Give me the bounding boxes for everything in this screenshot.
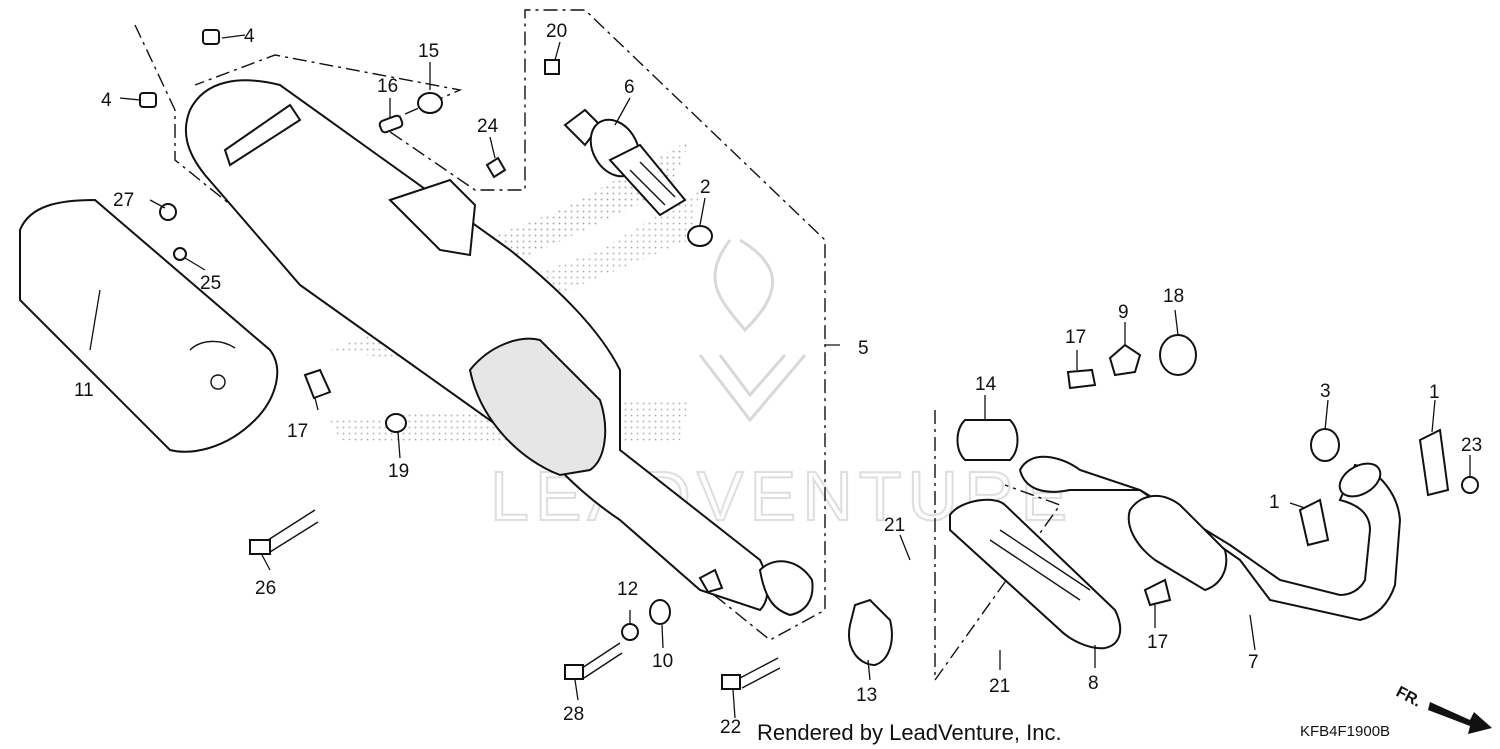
callout: 16 [377, 76, 398, 97]
callout: 26 [255, 578, 276, 599]
callout: 14 [975, 374, 997, 395]
callout: 5 [858, 338, 869, 359]
leader-lines [89, 34, 1471, 719]
callout: 20 [546, 21, 567, 42]
callout: 21 [989, 676, 1010, 697]
callout: 10 [652, 651, 673, 672]
footer-credit: Rendered by LeadVenture, Inc. [757, 720, 1062, 745]
callout: 3 [1320, 381, 1331, 402]
callout: 17 [1147, 632, 1168, 653]
callout: 18 [1163, 286, 1184, 307]
heat-shield-part [19, 198, 279, 453]
callout: 17 [287, 421, 308, 442]
pipe-group-outline [934, 410, 1062, 683]
bracket-parts [1066, 334, 1479, 607]
front-direction-indicator: FR. [1393, 684, 1492, 734]
callout: 23 [1461, 435, 1482, 456]
callout: 12 [617, 579, 638, 600]
callout: 7 [1248, 652, 1259, 673]
callout: 1 [1269, 492, 1280, 513]
callout: 21 [884, 515, 905, 536]
callout: 1 [1429, 382, 1440, 403]
clamp-part [848, 598, 893, 667]
callout: 22 [720, 717, 741, 738]
hardware-parts [139, 29, 781, 690]
fr-label: FR. [1393, 684, 1424, 711]
callout: 9 [1118, 302, 1129, 323]
sleeve-part [956, 419, 1019, 461]
callout: 27 [113, 190, 134, 211]
callout: 25 [200, 273, 221, 294]
callout: 6 [624, 77, 635, 98]
callout: 4 [101, 90, 112, 111]
callout: 8 [1088, 673, 1099, 694]
callout: 11 [74, 380, 94, 401]
callout: 24 [477, 116, 499, 137]
muffler-part [184, 79, 814, 617]
callout-labels: 4 4 15 16 20 6 24 2 27 25 11 17 19 26 5 … [74, 21, 1482, 738]
callout: 4 [244, 26, 255, 47]
callout: 2 [700, 177, 711, 198]
spark-arrestor-part [563, 108, 687, 217]
pipe-guard-part [949, 498, 1122, 650]
exhaust-pipe-part [1018, 455, 1402, 622]
callout: 13 [856, 685, 877, 706]
callout: 15 [418, 41, 439, 62]
callout: 28 [563, 704, 584, 725]
diagram-code: KFB4F1900B [1300, 723, 1390, 740]
callout: 19 [388, 461, 409, 482]
front-arrow-icon [1428, 702, 1492, 734]
callout: 17 [1065, 327, 1086, 348]
